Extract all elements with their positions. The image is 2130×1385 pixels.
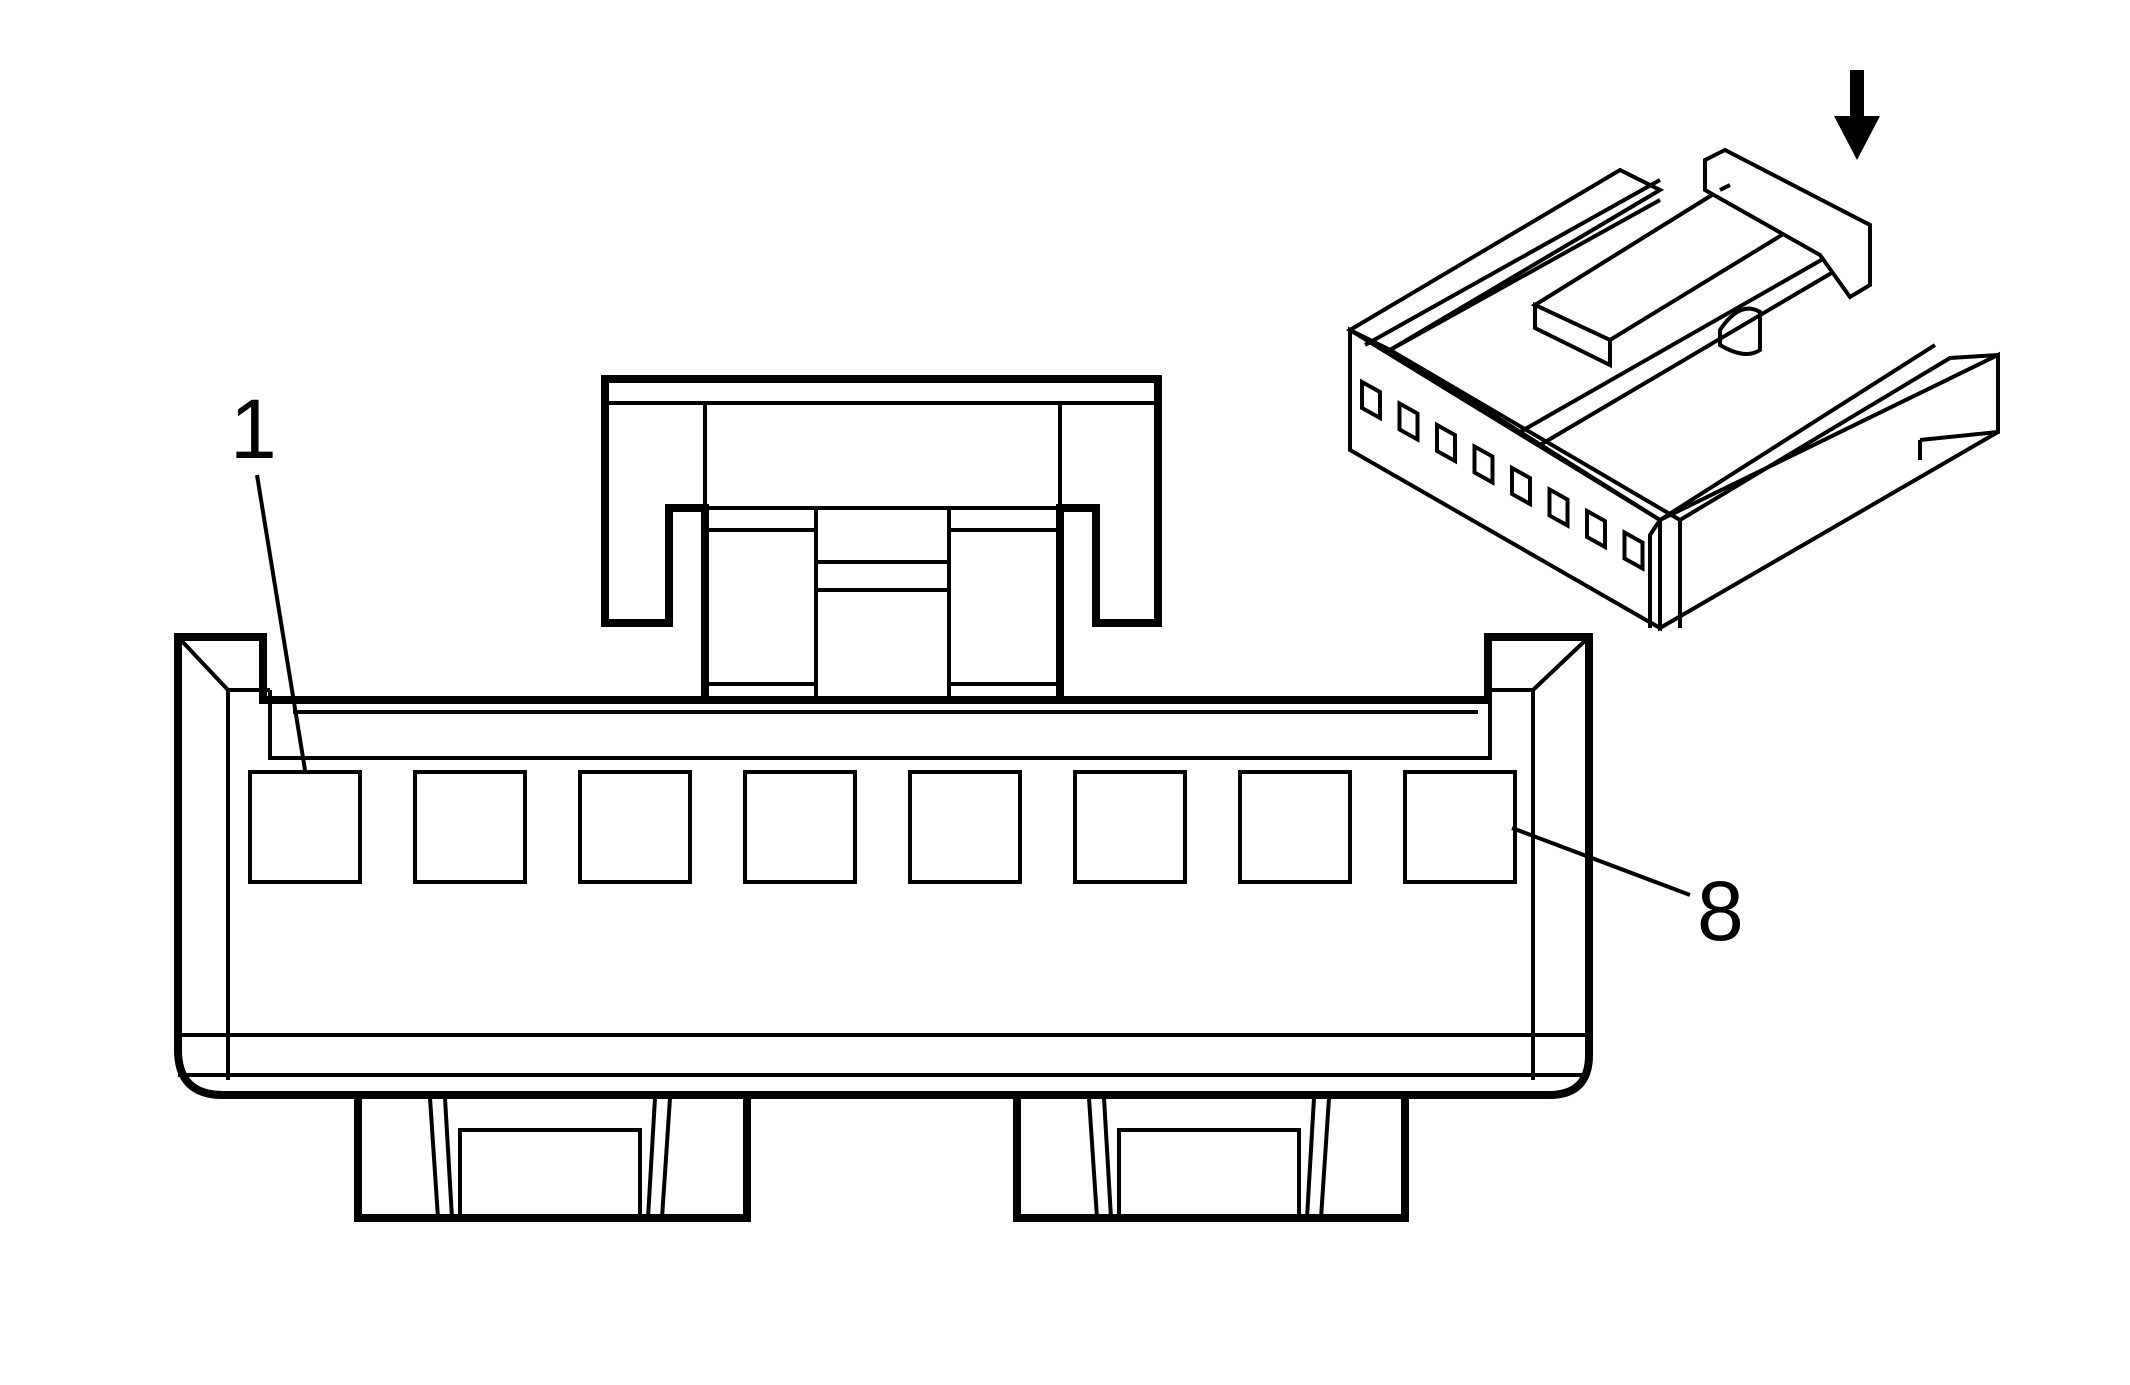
iso-cavity-8 (1622, 529, 1645, 572)
isometric-connector-view (1345, 70, 2000, 632)
top-latch (601, 375, 1162, 716)
pin-8-leader-line (1511, 826, 1691, 897)
cavity-5 (908, 770, 1022, 884)
cavity-3 (578, 770, 692, 884)
iso-cavity-2 (1397, 400, 1420, 443)
pin-1-label: 1 (230, 382, 277, 476)
cavity-1 (248, 770, 362, 884)
iso-cavity-7 (1585, 507, 1607, 551)
iso-cavity-1 (1360, 378, 1382, 422)
cavity-6 (1073, 770, 1187, 884)
cavity-4 (743, 770, 857, 884)
connector-housing (174, 633, 1593, 1099)
pin-1-leader-line (255, 474, 307, 771)
pin-8-label: 8 (1697, 864, 1744, 958)
cavity-row (248, 770, 1517, 884)
isometric-cavity-row (1360, 378, 1645, 572)
iso-cavity-5 (1510, 464, 1532, 508)
connector-face-view: 1 8 (174, 375, 1744, 1222)
bottom-feet (354, 1095, 1409, 1222)
cavity-7 (1238, 770, 1352, 884)
iso-cavity-4 (1472, 443, 1495, 486)
cavity-2 (413, 770, 527, 884)
iso-cavity-3 (1435, 421, 1457, 465)
iso-cavity-6 (1547, 486, 1570, 529)
down-arrow-icon (1834, 70, 1880, 160)
